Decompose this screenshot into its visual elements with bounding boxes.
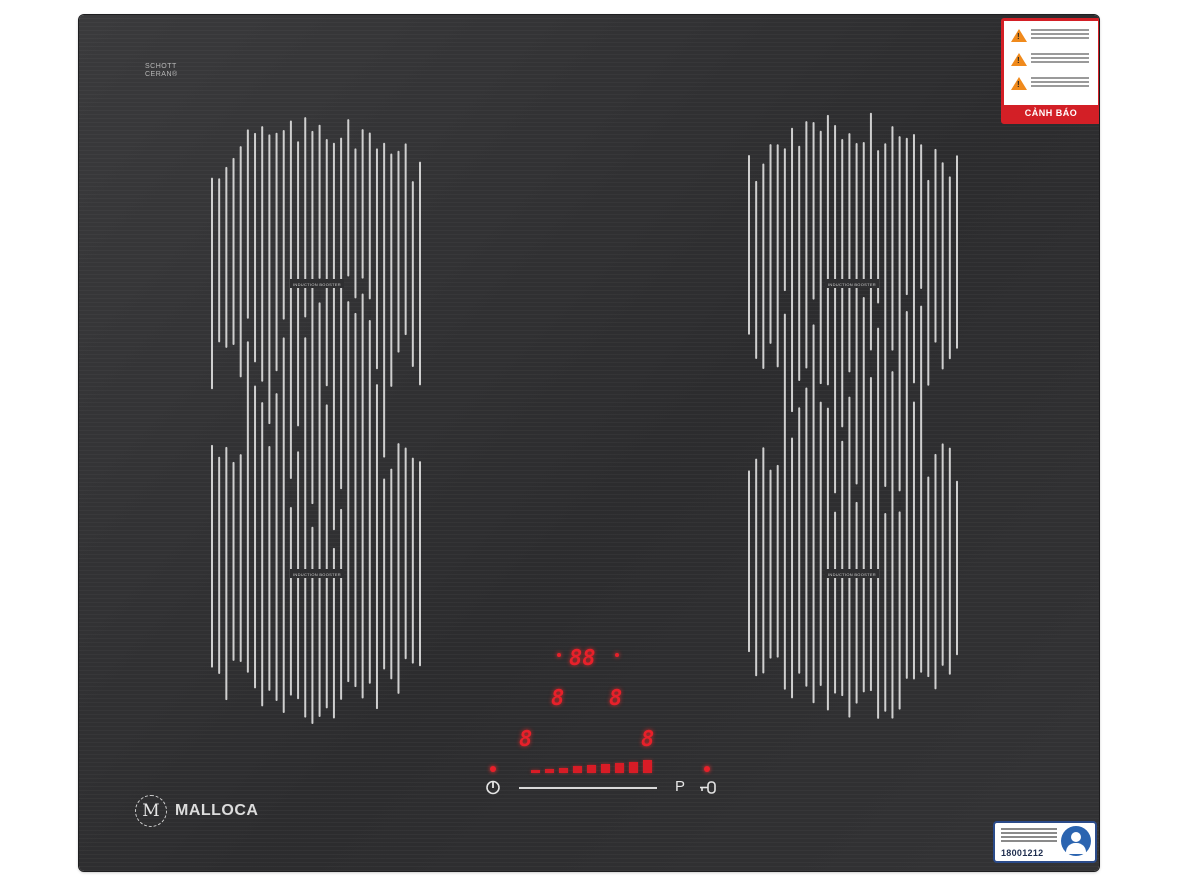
schott-text: SCHOTT: [145, 63, 177, 70]
power-icon[interactable]: [485, 779, 501, 795]
zone-right-bottom-label: INDUCTION BOOSTER: [825, 569, 879, 578]
cooking-zone-left[interactable]: INDUCTION BOOSTER INDUCTION BOOSTER: [210, 103, 422, 733]
warning-label-text: CẢNH BÁO: [1004, 105, 1098, 121]
timer-indicator-right: [615, 653, 619, 657]
glass-texture: [79, 15, 1099, 871]
slider-level-bar[interactable]: [587, 765, 596, 773]
slider-level-bar[interactable]: [643, 760, 652, 773]
hotline-number: 18001212: [1001, 848, 1044, 858]
slider-level-bar[interactable]: [559, 767, 568, 773]
power-indicator-led: [490, 766, 496, 772]
timer-indicator-left: [557, 653, 561, 657]
timer-display: 88: [569, 646, 596, 671]
pause-button[interactable]: P: [675, 778, 686, 795]
warning-sticker: CẢNH BÁO: [1001, 18, 1099, 124]
warning-row: [1010, 26, 1092, 48]
support-person-icon: [1061, 826, 1091, 856]
brand-logo: M MALLOCA: [135, 795, 258, 827]
slider-level-bar[interactable]: [601, 764, 610, 773]
slider-level-bar[interactable]: [615, 762, 624, 773]
zone-display-rear-right: 8: [609, 686, 623, 711]
slider-level-bar[interactable]: [629, 761, 638, 773]
cooking-zone-right[interactable]: INDUCTION BOOSTER INDUCTION BOOSTER: [747, 103, 959, 733]
warning-triangle-icon: [1011, 29, 1027, 42]
warning-row: [1010, 74, 1092, 96]
zone-display-front-left: 8: [519, 727, 533, 752]
zone-label-text: INDUCTION BOOSTER: [293, 572, 341, 577]
brand-name: MALLOCA: [175, 802, 259, 819]
zone-label-text: INDUCTION BOOSTER: [293, 282, 341, 287]
slider-level-bar[interactable]: [531, 770, 540, 773]
zone-display-rear-left: 8: [551, 686, 565, 711]
warning-row: [1010, 50, 1092, 72]
zone-label-text: INDUCTION BOOSTER: [828, 282, 876, 287]
zone-left-top-label: INDUCTION BOOSTER: [290, 279, 344, 288]
warning-triangle-icon: [1011, 77, 1027, 90]
slider-level-bar[interactable]: [545, 768, 554, 773]
service-sticker: 18001212: [993, 821, 1097, 863]
cooktop-glass-surface: SCHOTT CERAN® INDUCTION BOOSTER INDUCTIO…: [79, 15, 1099, 871]
zone-label-text: INDUCTION BOOSTER: [828, 572, 876, 577]
ceran-text: CERAN®: [145, 71, 178, 78]
zone-left-bottom-label: INDUCTION BOOSTER: [290, 569, 344, 578]
schott-ceran-mark: SCHOTT CERAN®: [145, 63, 178, 79]
zone-right-top-label: INDUCTION BOOSTER: [825, 279, 879, 288]
lock-indicator-led: [704, 766, 710, 772]
slider-level-bar[interactable]: [573, 766, 582, 773]
warning-triangle-icon: [1011, 53, 1027, 66]
malloca-m-icon: M: [135, 795, 167, 827]
slider-touch-line[interactable]: [519, 787, 657, 789]
zone-display-front-right: 8: [641, 727, 655, 752]
key-lock-icon[interactable]: [699, 780, 717, 795]
power-level-slider[interactable]: [531, 759, 657, 773]
